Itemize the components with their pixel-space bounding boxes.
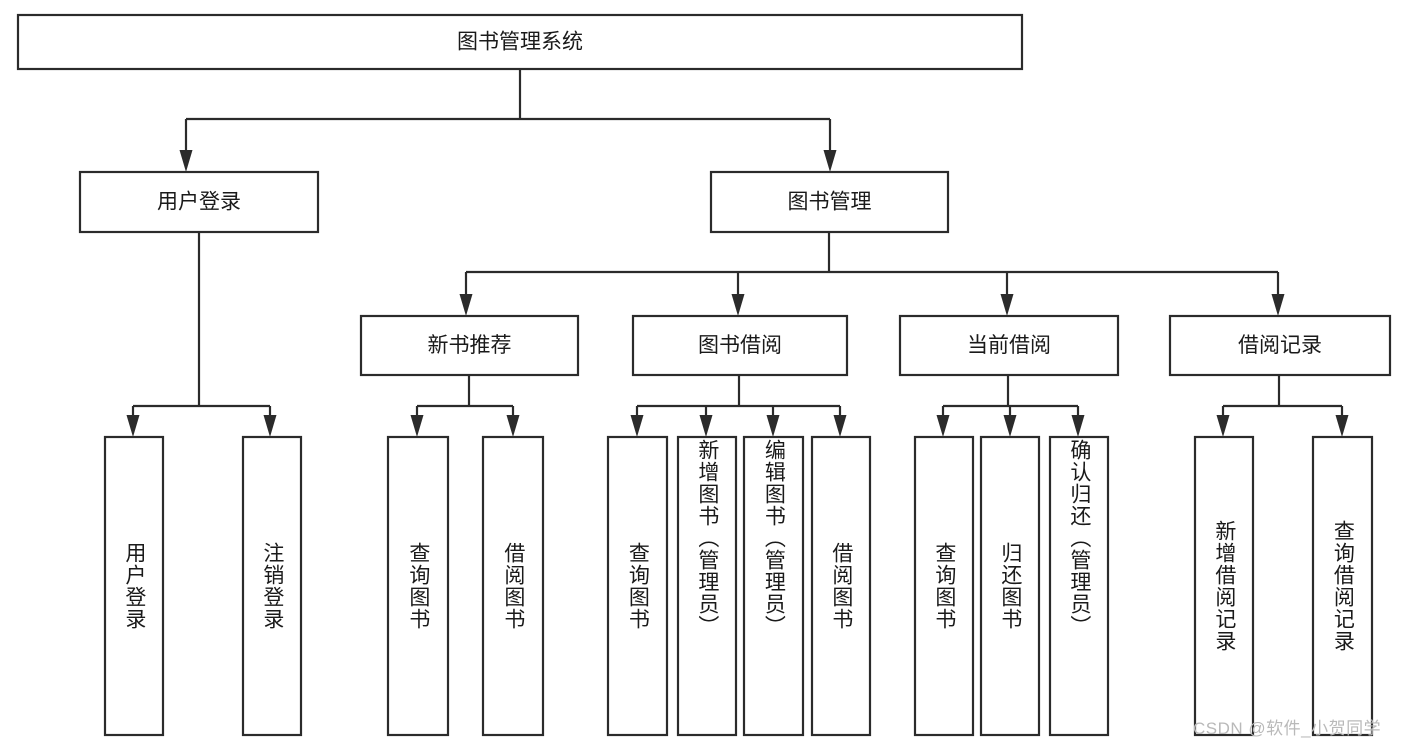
node-box-leaf-user-login[interactable] [103,435,165,737]
node-book-borrow[interactable]: 图书借阅 [631,314,849,377]
connector-group-user-login [126,232,277,437]
connector-group-current-borrow [936,375,1085,437]
arrow-head-icon [630,415,644,437]
arrow-head-icon [459,294,473,316]
arrow-head-icon [766,415,780,437]
arrow-head-icon [1071,415,1085,437]
arrow-head-icon [1271,294,1285,316]
csdn-watermark: CSDN @软件_小贺同学 [1193,719,1382,738]
node-leaf-borrow-book-1[interactable] [481,435,545,737]
connector-group-book-manage [459,232,1285,316]
node-current-borrow[interactable]: 当前借阅 [898,314,1120,377]
arrow-head-icon [699,415,713,437]
arrow-head-icon [1216,415,1230,437]
node-leaf-user-login[interactable] [103,435,165,737]
node-leaf-query-book-3[interactable] [913,435,975,737]
node-box-leaf-add-record[interactable] [1193,435,1255,737]
node-user-login[interactable]: 用户登录 [78,170,320,234]
arrow-head-icon [823,150,837,172]
node-leaf-add-book[interactable] [676,435,738,737]
node-leaf-add-record[interactable] [1193,435,1255,737]
node-box-book-borrow[interactable] [631,314,849,377]
node-box-book-manage[interactable] [709,170,950,234]
node-box-borrow-record[interactable] [1168,314,1392,377]
arrow-head-icon [179,150,193,172]
node-label-new-book-recommend: 新书推荐 [428,334,512,357]
arrow-head-icon [1003,415,1017,437]
connector-group-new-book-recommend [410,375,520,437]
arrow-head-icon [410,415,424,437]
node-label-root: 图书管理系统 [457,31,583,54]
connector-group-borrow-record [1216,375,1349,437]
node-book-manage[interactable]: 图书管理 [709,170,950,234]
node-box-leaf-add-book[interactable] [676,435,738,737]
node-box-leaf-query-book-1[interactable] [386,435,450,737]
node-box-leaf-query-book-3[interactable] [913,435,975,737]
arrow-head-icon [1000,294,1014,316]
node-label-user-login: 用户登录 [157,191,241,214]
node-box-leaf-return-book[interactable] [979,435,1041,737]
node-label-book-manage: 图书管理 [788,191,872,214]
node-label-book-borrow: 图书借阅 [698,334,782,357]
node-borrow-record[interactable]: 借阅记录 [1168,314,1392,377]
node-leaf-query-book-1[interactable] [386,435,450,737]
node-leaf-edit-book[interactable] [742,435,805,737]
node-box-leaf-query-book-2[interactable] [606,435,669,737]
node-box-leaf-borrow-book-2[interactable] [810,435,872,737]
node-label-borrow-record: 借阅记录 [1238,334,1322,357]
connector-group-root [179,69,837,172]
node-root[interactable]: 图书管理系统 [16,13,1024,71]
node-label-current-borrow: 当前借阅 [967,334,1051,357]
node-box-leaf-borrow-book-1[interactable] [481,435,545,737]
node-box-leaf-confirm-return[interactable] [1048,435,1110,737]
node-box-new-book-recommend[interactable] [359,314,580,377]
node-leaf-return-book[interactable] [979,435,1041,737]
node-box-root[interactable] [16,13,1024,71]
arrow-head-icon [506,415,520,437]
node-leaf-borrow-book-2[interactable] [810,435,872,737]
arrow-head-icon [126,415,140,437]
node-box-current-borrow[interactable] [898,314,1120,377]
node-box-leaf-logout-login[interactable] [241,435,303,737]
arrow-head-icon [833,415,847,437]
node-leaf-query-record[interactable] [1311,435,1374,737]
arrow-head-icon [1335,415,1349,437]
node-new-book-recommend[interactable]: 新书推荐 [359,314,580,377]
node-box-leaf-query-record[interactable] [1311,435,1374,737]
arrow-head-icon [731,294,745,316]
node-leaf-confirm-return[interactable] [1048,435,1110,737]
node-leaf-logout-login[interactable] [241,435,303,737]
node-box-leaf-edit-book[interactable] [742,435,805,737]
arrow-head-icon [263,415,277,437]
connector-group-book-borrow [630,375,847,437]
node-box-user-login[interactable] [78,170,320,234]
node-leaf-query-book-2[interactable] [606,435,669,737]
arrow-head-icon [936,415,950,437]
